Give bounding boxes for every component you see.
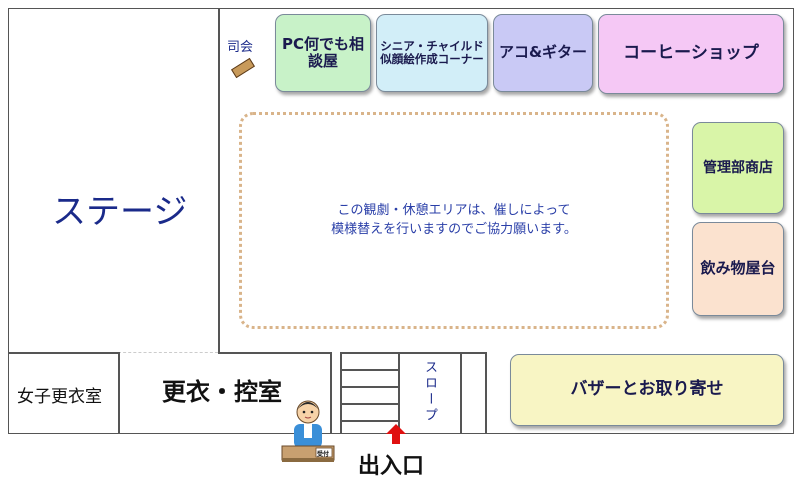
- slope-top: [398, 352, 486, 354]
- rooms-top-wall: [8, 352, 118, 354]
- stairs-top: [340, 352, 398, 354]
- stairs-right: [398, 352, 400, 434]
- booth-coffee-shop: コーヒーショップ: [598, 14, 784, 94]
- green-room-right-wall: [330, 352, 332, 434]
- women-changing-room-label: 女子更衣室: [17, 387, 102, 407]
- stairs-left: [340, 352, 342, 434]
- stage-label: ステージ: [52, 192, 188, 232]
- booth-drinks-stand: 飲み物屋台: [692, 222, 784, 316]
- booth-portrait: シニア・チャイルド 似顔絵作成コーナー: [376, 14, 488, 92]
- viewing-rest-area: この観劇・休憩エリアは、催しによって 模様替えを行いますのでご協力願います。: [239, 112, 669, 329]
- entrance-label: 出入口: [358, 454, 425, 479]
- stair-step: [340, 386, 398, 388]
- booth-bazaar: バザーとお取り寄せ: [510, 354, 784, 426]
- women-room-divider: [118, 352, 120, 434]
- green-room-top-wall: [218, 352, 331, 354]
- stage-divider: [218, 8, 220, 352]
- reception-label: 受付: [317, 451, 330, 458]
- stair-step: [340, 369, 398, 371]
- stage-edge-dashed: [118, 352, 218, 353]
- slope-right: [485, 352, 487, 434]
- mc-label: 司会: [227, 40, 254, 55]
- stair-step: [340, 420, 398, 422]
- green-room-label: 更衣・控室: [162, 378, 282, 406]
- booth-management-store: 管理部商店: [692, 122, 784, 214]
- booth-pc-consultation: PC何でも相談屋: [275, 14, 371, 92]
- booth-guitar: アコ&ギター: [493, 14, 593, 92]
- entrance-arrow-icon: [385, 423, 407, 445]
- reception-staff-icon: [280, 396, 336, 468]
- stair-step: [340, 403, 398, 405]
- slope-label: スロープ: [422, 360, 437, 424]
- slope-inner: [460, 352, 462, 434]
